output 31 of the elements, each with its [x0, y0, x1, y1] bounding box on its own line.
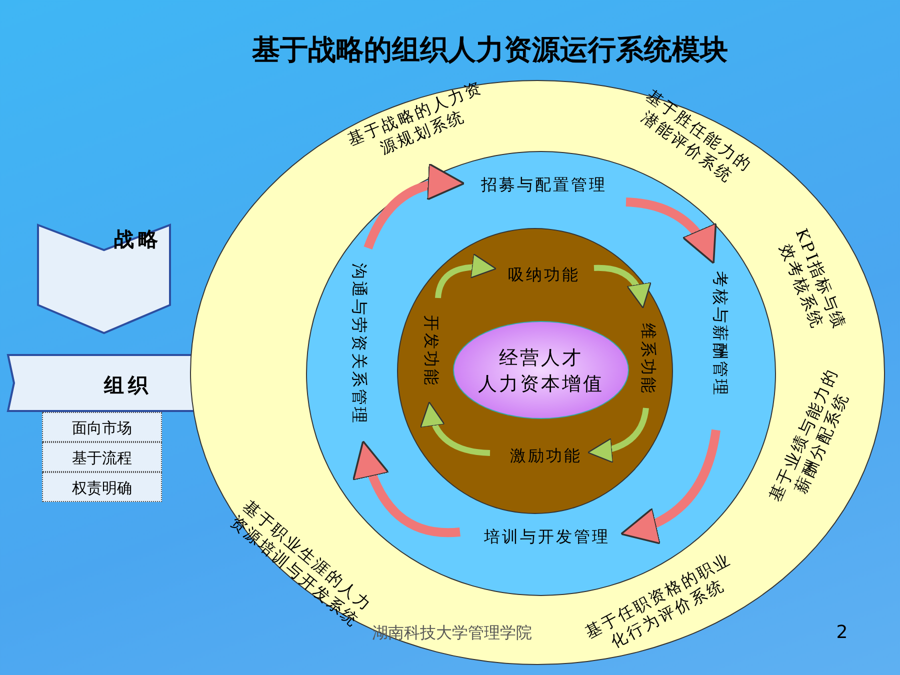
- curved-arrow: [364, 164, 465, 250]
- function-label: 开发功能: [421, 315, 441, 387]
- list-cell: 面向市场: [42, 412, 162, 442]
- center-text: 人力资本增值: [478, 372, 604, 397]
- curved-arrow: [353, 440, 460, 538]
- list-cell: 基于流程: [42, 442, 162, 472]
- curved-arrow: [594, 264, 650, 308]
- curved-arrow: [435, 254, 497, 298]
- ring-label: 基于业绩与能力的薪酬分配系统: [764, 364, 854, 506]
- function-label: 激励功能: [510, 446, 582, 466]
- banner-label: 组织: [104, 375, 152, 395]
- management-label: 招募与配置管理: [481, 175, 607, 195]
- curved-arrow: [420, 402, 490, 456]
- footer-text: 湖南科技大学管理学院: [372, 623, 532, 643]
- function-label: 维系功能: [638, 323, 658, 395]
- function-label: 吸纳功能: [508, 265, 580, 285]
- ring-label: 基于战略的人力资源规划系统: [344, 76, 486, 160]
- management-label: 考核与薪酬管理: [710, 271, 730, 397]
- page-number: 2: [836, 623, 848, 643]
- curved-arrow: [626, 198, 716, 264]
- ring-label: 基于任职资格的职业化行为评价系统: [581, 548, 736, 654]
- title: 基于战略的组织人力资源运行系统模块: [252, 32, 728, 68]
- list-cell: 权责明确: [42, 472, 162, 502]
- banner-label: 战略: [114, 229, 162, 249]
- management-label: 培训与开发管理: [484, 527, 610, 547]
- ring-label: 基于胜任能力的潜能评价系统: [637, 84, 757, 188]
- management-label: 沟通与劳资关系管理: [349, 263, 369, 425]
- ring-label: KPI指标与绩效考核系统: [776, 224, 851, 334]
- center-text: 经营人才: [499, 346, 583, 371]
- curved-arrow: [587, 408, 649, 462]
- curved-arrow: [620, 429, 720, 544]
